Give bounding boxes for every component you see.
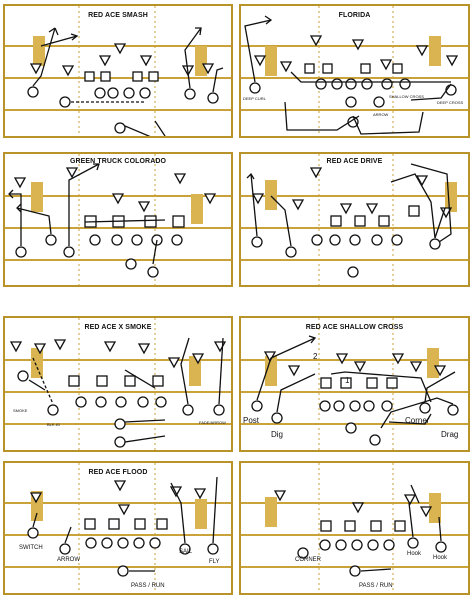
route-label: PASS / RUN: [359, 583, 393, 589]
route-label: 2: [313, 352, 318, 361]
play-title: RED ACE X SMOKE: [84, 324, 152, 331]
play-diagram: [5, 154, 231, 285]
route-label: Drag: [441, 430, 459, 439]
route-label: ARROW: [57, 557, 80, 563]
play-title: RED ACE SMASH: [88, 12, 148, 19]
route-label: CORNER: [295, 557, 322, 563]
play-diagram: [241, 154, 468, 285]
play-card-red-ace-flood: RED ACE FLOOD SWITCH ARROW SAIL FLY PASS…: [3, 461, 233, 595]
play-title: RED ACE DRIVE: [326, 158, 383, 165]
play-card-red-ace-shallow-cross: RED ACE SHALLOW CROSS Post Dig Corner Dr…: [239, 316, 470, 452]
route-label: FLY: [209, 559, 220, 565]
route-label: ARROW: [373, 112, 389, 117]
play-card-untitled: CORNER Hook Hook PASS / RUN: [239, 461, 470, 595]
route-label: PASS / RUN: [131, 583, 165, 589]
play-diagram: [5, 463, 231, 593]
route-label: BLK #1: [47, 422, 61, 427]
route-label: DEEP CROSS: [437, 100, 464, 105]
play-diagram: [241, 6, 468, 136]
route-label: Post: [243, 416, 260, 425]
route-label: 1: [345, 376, 350, 385]
play-card-red-ace-x-smoke: RED ACE X SMOKE SMOKE BLK #1 FADE/ARROW: [3, 316, 233, 452]
play-diagram: [241, 463, 468, 593]
route-label: DEEP CURL: [243, 96, 266, 101]
play-card-florida: FLORIDA DEEP CURL ARROW SHALLOW CROSS DE…: [239, 4, 470, 138]
play-title: FLORIDA: [338, 12, 371, 19]
play-diagram: [241, 318, 468, 450]
route-label: Corner: [405, 416, 430, 425]
route-label: Dig: [271, 430, 284, 439]
route-label: SHALLOW CROSS: [389, 94, 424, 99]
route-label: SAIL: [179, 549, 193, 555]
play-title: RED ACE SHALLOW CROSS: [305, 324, 404, 331]
play-title: GREEN TRUCK COLORADO: [69, 158, 167, 165]
play-card-red-ace-smash: RED ACE SMASH: [3, 4, 233, 138]
route-label: SWITCH: [19, 545, 43, 551]
play-title: RED ACE FLOOD: [88, 469, 148, 476]
route-label: Hook: [407, 551, 422, 557]
route-label: FADE/ARROW: [199, 420, 226, 425]
route-label: Hook: [433, 555, 448, 561]
play-diagram: [5, 6, 231, 136]
play-card-green-truck-colorado: GREEN TRUCK COLORADO: [3, 152, 233, 287]
play-diagram: [5, 318, 231, 450]
route-label: SMOKE: [13, 408, 28, 413]
play-card-red-ace-drive: RED ACE DRIVE: [239, 152, 470, 287]
